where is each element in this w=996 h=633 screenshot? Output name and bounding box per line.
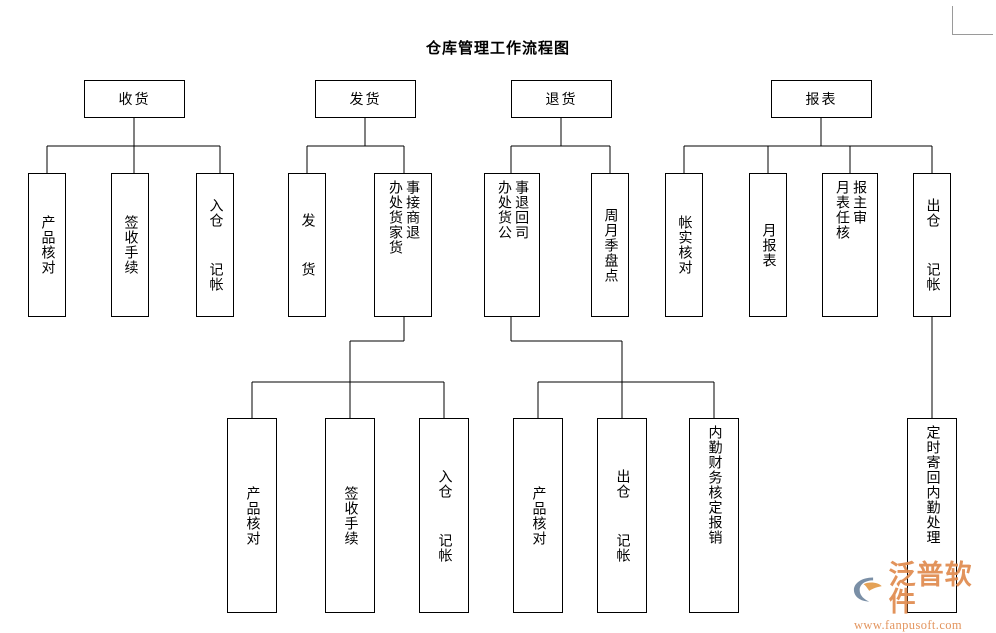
node-monthly-report[interactable]: 月报表 [749,173,787,317]
node-recv-instore-record[interactable]: 入仓 记帐 [196,173,234,317]
node-ship-sub-instore-record-label: 入仓 记帐 [436,468,453,563]
node-ship-out[interactable]: 发 货 [288,173,326,317]
node-outbound-record[interactable]: 出仓 记帐 [913,173,951,317]
node-return-sub-product-check-label: 产品核对 [530,485,547,546]
node-shipping-label: 发货 [349,92,382,108]
connector-lines [46,118,933,418]
node-return-sub-outbound-record[interactable]: 出仓 记帐 [597,418,647,613]
node-scheduled-mail-back-label: 定时寄回内勤处理 [924,425,941,545]
node-recv-product-check-label: 产品核对 [39,215,56,275]
node-return-sub-product-check[interactable]: 产品核对 [513,418,563,613]
node-returns-label: 退货 [545,92,578,108]
node-ship-sub-product-check-label: 产品核对 [244,485,261,546]
node-ship-sub-signoff-label: 签收手续 [342,485,359,546]
node-report-audit-label-left: 月表任核 [834,180,850,240]
node-monthly-report-label: 月报表 [760,222,777,268]
node-ledger-reconcile[interactable]: 帐实核对 [665,173,703,317]
page-title: 仓库管理工作流程图 [425,39,570,57]
node-returns[interactable]: 退货 [511,80,612,118]
node-ledger-reconcile-label: 帐实核对 [676,215,693,275]
node-receiving-label: 收货 [118,92,151,108]
node-ship-sub-product-check[interactable]: 产品核对 [227,418,277,613]
node-return-to-company-label-right: 事退回司 [513,180,530,240]
node-periodic-stocktake[interactable]: 周月季盘点 [591,173,629,317]
node-scheduled-mail-back[interactable]: 定时寄回内勤处理 [907,418,957,613]
node-return-sub-outbound-record-label: 出仓 记帐 [614,468,631,563]
node-ship-vendor-return-label-left: 办处货家货 [387,180,403,255]
node-ship-vendor-return-label-right: 事接商退 [404,180,421,240]
node-reports[interactable]: 报表 [771,80,872,118]
node-reports-label: 报表 [805,92,838,108]
node-report-audit-label-right: 报主审 [851,180,868,225]
node-receiving[interactable]: 收货 [84,80,185,118]
node-ship-out-label: 发 货 [299,213,316,277]
node-return-to-company[interactable]: 事退回司 办处货公 [484,173,540,317]
node-ship-sub-instore-record[interactable]: 入仓 记帐 [419,418,469,613]
flowchart-canvas: 仓库管理工作流程图 [28,6,993,632]
watermark-url: www.fanpusoft.com [854,618,963,632]
node-recv-signoff-label: 签收手续 [122,215,139,275]
node-return-sub-finance-approval-label: 内勤财务核定报销 [706,425,723,545]
node-return-sub-finance-approval[interactable]: 内勤财务核定报销 [689,418,739,613]
node-recv-product-check[interactable]: 产品核对 [28,173,66,317]
node-report-audit[interactable]: 报主审 月表任核 [822,173,878,317]
node-recv-signoff[interactable]: 签收手续 [111,173,149,317]
node-return-to-company-label-left: 办处货公 [496,180,512,240]
node-periodic-stocktake-label: 周月季盘点 [602,207,619,283]
node-ship-sub-signoff[interactable]: 签收手续 [325,418,375,613]
node-ship-vendor-return[interactable]: 事接商退 办处货家货 [374,173,432,317]
node-recv-instore-record-label: 入仓 记帐 [207,198,224,292]
node-shipping[interactable]: 发货 [315,80,416,118]
node-outbound-record-label: 出仓 记帐 [924,198,941,292]
